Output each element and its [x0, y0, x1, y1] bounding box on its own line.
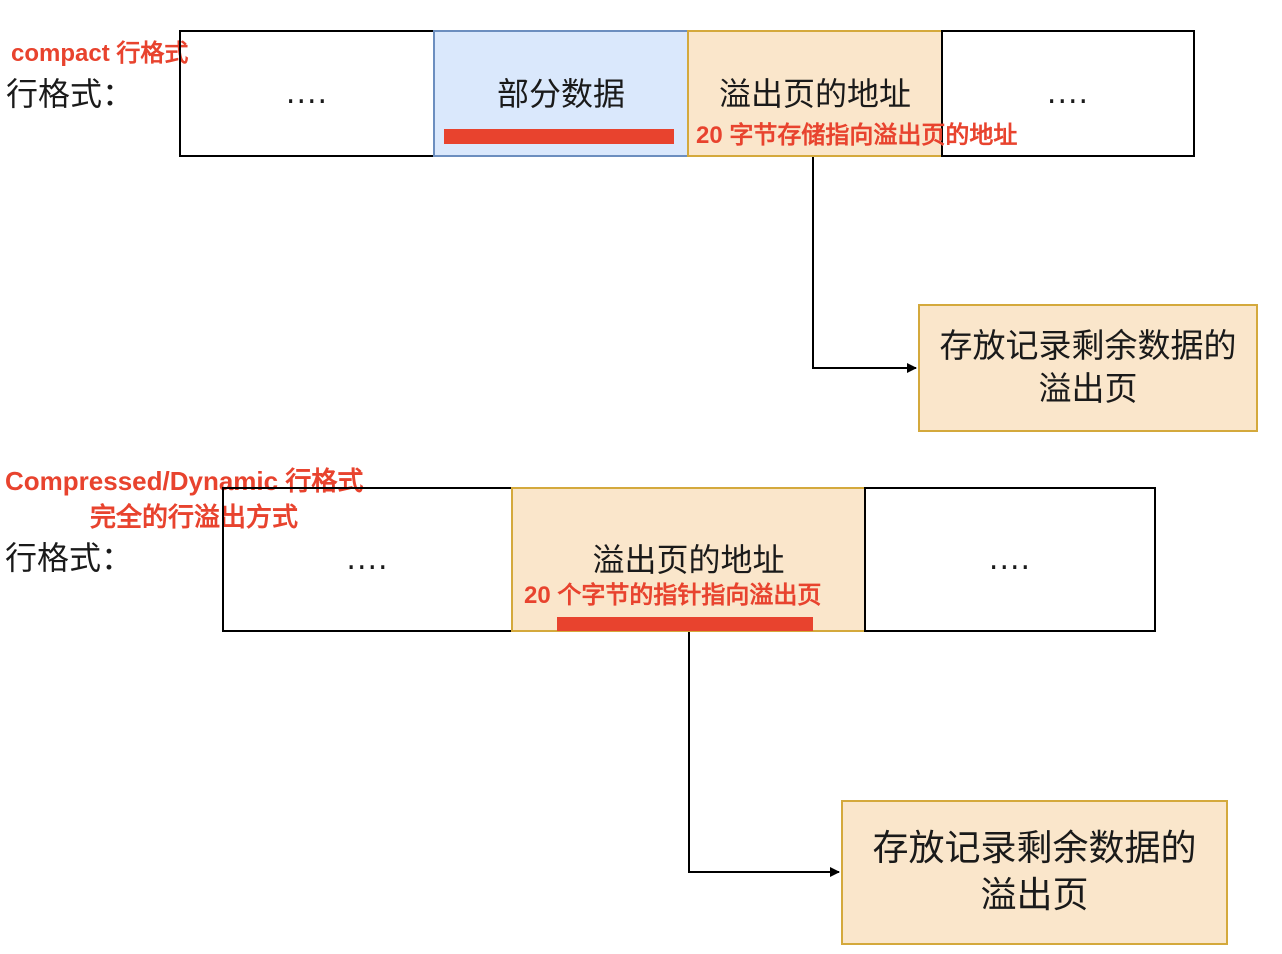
compact-partial-underline: [444, 129, 674, 144]
compact-cell-right: ....: [941, 30, 1195, 157]
dynamic-cell-left-text: ....: [346, 542, 389, 577]
dynamic-cell-right: ....: [864, 487, 1156, 632]
dynamic-cell-overflow-address: 溢出页的地址: [511, 487, 866, 632]
dynamic-row-record: .... 溢出页的地址 ....: [222, 487, 1156, 632]
dynamic-overflow-page-line2: 溢出页: [980, 874, 1089, 916]
compact-row-label: 行格式：: [6, 75, 135, 113]
compact-cell-partial-text: 部分数据: [496, 75, 625, 113]
compact-cell-right-text: ....: [1046, 76, 1090, 111]
dynamic-pointer-arrow: [688, 632, 840, 877]
compact-overflow-page: 存放记录剩余数据的 溢出页: [918, 304, 1258, 432]
dynamic-title: Compressed/Dynamic 行格式: [5, 466, 364, 496]
dynamic-annotation: 20 个字节的指针指向溢出页: [524, 582, 822, 609]
dynamic-cell-overflow-text: 溢出页的地址: [592, 541, 785, 579]
compact-pointer-arrow: [812, 157, 917, 373]
compact-overflow-page-line2: 溢出页: [1038, 369, 1138, 408]
dynamic-subtitle: 完全的行溢出方式: [90, 502, 299, 532]
dynamic-cell-right-text: ....: [988, 542, 1032, 577]
compact-cell-left-text: ....: [285, 76, 329, 111]
compact-annotation: 20 字节存储指向溢出页的地址: [696, 122, 1018, 149]
dynamic-overflow-page: 存放记录剩余数据的 溢出页: [841, 800, 1228, 945]
compact-row-record: .... 部分数据 溢出页的地址 ....: [179, 30, 1195, 157]
dynamic-overflow-underline: [557, 617, 813, 631]
dynamic-overflow-page-line1: 存放记录剩余数据的: [872, 827, 1197, 869]
compact-cell-overflow-text: 溢出页的地址: [718, 75, 911, 113]
compact-overflow-page-line1: 存放记录剩余数据的: [939, 326, 1237, 366]
dynamic-row-label: 行格式：: [5, 539, 134, 577]
compact-title: compact 行格式: [11, 40, 189, 67]
